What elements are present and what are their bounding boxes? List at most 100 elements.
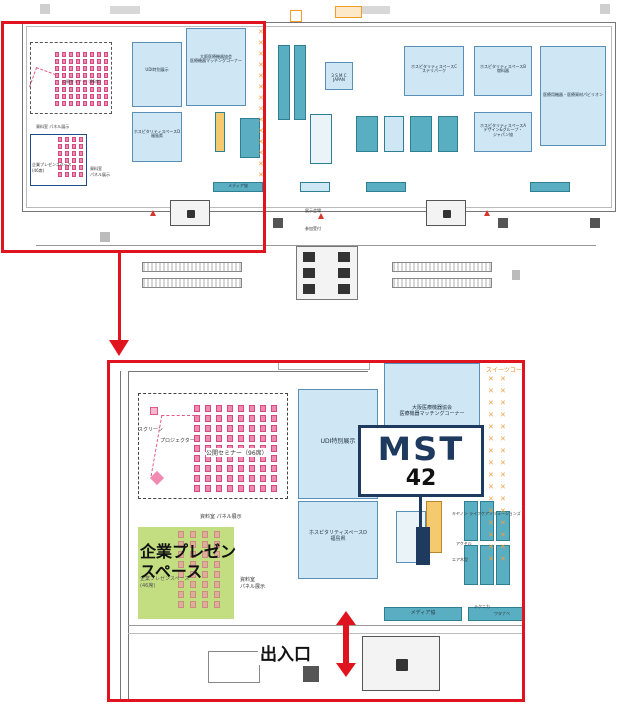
seat [205,485,211,492]
seat [104,66,108,71]
seat [238,435,244,442]
seat [205,465,211,472]
seat [83,73,87,78]
sweets-x-mark: ✕ [488,399,494,407]
seat [227,485,233,492]
elevator-block-inner [303,252,315,262]
sweets-x-mark: ✕ [500,555,506,563]
building-outline-inner [26,26,612,208]
sweets-x-mark: ✕ [258,61,264,69]
sweets-x-mark: ✕ [500,375,506,383]
screen-icon [150,407,158,415]
seat [62,66,66,71]
seat [58,144,62,149]
presentation-seating [178,531,234,617]
seat [58,172,62,177]
seat [202,531,208,538]
escalator [142,262,242,272]
seat [194,455,200,462]
seat [205,405,211,412]
sweets-x-mark: ✕ [500,471,506,479]
sweets-x-mark: ✕ [500,447,506,455]
sweets-x-mark: ✕ [488,555,494,563]
seat [205,475,211,482]
booth-cluster [240,118,260,158]
seat [104,59,108,64]
seat [238,405,244,412]
seat [202,561,208,568]
presentation-small-label: 企業プレゼンスペース (46席) [140,576,190,589]
sweets-x-mark: ✕ [488,495,494,503]
left-wall [120,371,121,701]
seat [79,158,83,163]
sweets-x-mark: ✕ [258,127,264,135]
seat [69,80,73,85]
corridor [128,625,524,626]
booth-cluster [384,116,404,152]
seat [76,94,80,99]
seat [69,59,73,64]
seat [58,165,62,170]
seat [58,158,62,163]
sweets-x-mark: ✕ [500,435,506,443]
sweets-x-mark: ✕ [258,94,264,102]
sweets-x-mark: ✕ [258,50,264,58]
seat [216,415,222,422]
seat [72,165,76,170]
seat [260,485,266,492]
seminar-seats [55,52,115,112]
seat [214,591,220,598]
seat [227,435,233,442]
seat [79,137,83,142]
elevator-block-inner [338,284,350,294]
seat [178,531,184,538]
lower-corridor [36,245,596,301]
sweets-x-mark: ✕ [500,399,506,407]
seat [55,80,59,85]
seat [90,94,94,99]
seat [178,601,184,608]
seat [79,144,83,149]
seat [178,551,184,558]
exit-marker [290,10,302,22]
top-wall-detail [278,361,370,370]
sweets-x-mark: ✕ [488,483,494,491]
sweets-x-mark: ✕ [488,471,494,479]
entrance-label: 展示会場 [305,208,321,213]
seat [90,80,94,85]
seat [190,531,196,538]
seat [194,475,200,482]
seat [190,541,196,548]
seat [65,172,69,177]
booth-cell [464,545,478,585]
seat [104,73,108,78]
seat [178,561,184,568]
seat [205,425,211,432]
elevator-block-inner [303,268,315,278]
booth-cluster [356,116,378,152]
seat [72,137,76,142]
seat [55,52,59,57]
seat [227,415,233,422]
seat [97,66,101,71]
restroom-icon [170,200,210,226]
seat [104,80,108,85]
seat [227,405,233,412]
seat [249,435,255,442]
booth-strip [530,182,570,192]
seat [83,59,87,64]
seat [190,601,196,608]
sweets-x-mark: ✕ [258,138,264,146]
seat [214,601,220,608]
seat [76,52,80,57]
seat [202,541,208,548]
seat [202,551,208,558]
screen-label: スクリーン [138,427,163,433]
seat [214,571,220,578]
sweets-x-mark: ✕ [500,387,506,395]
sweets-x-mark: ✕ [258,39,264,47]
booth-cluster [438,116,458,152]
seat [83,87,87,92]
seat [104,87,108,92]
seat [90,87,94,92]
